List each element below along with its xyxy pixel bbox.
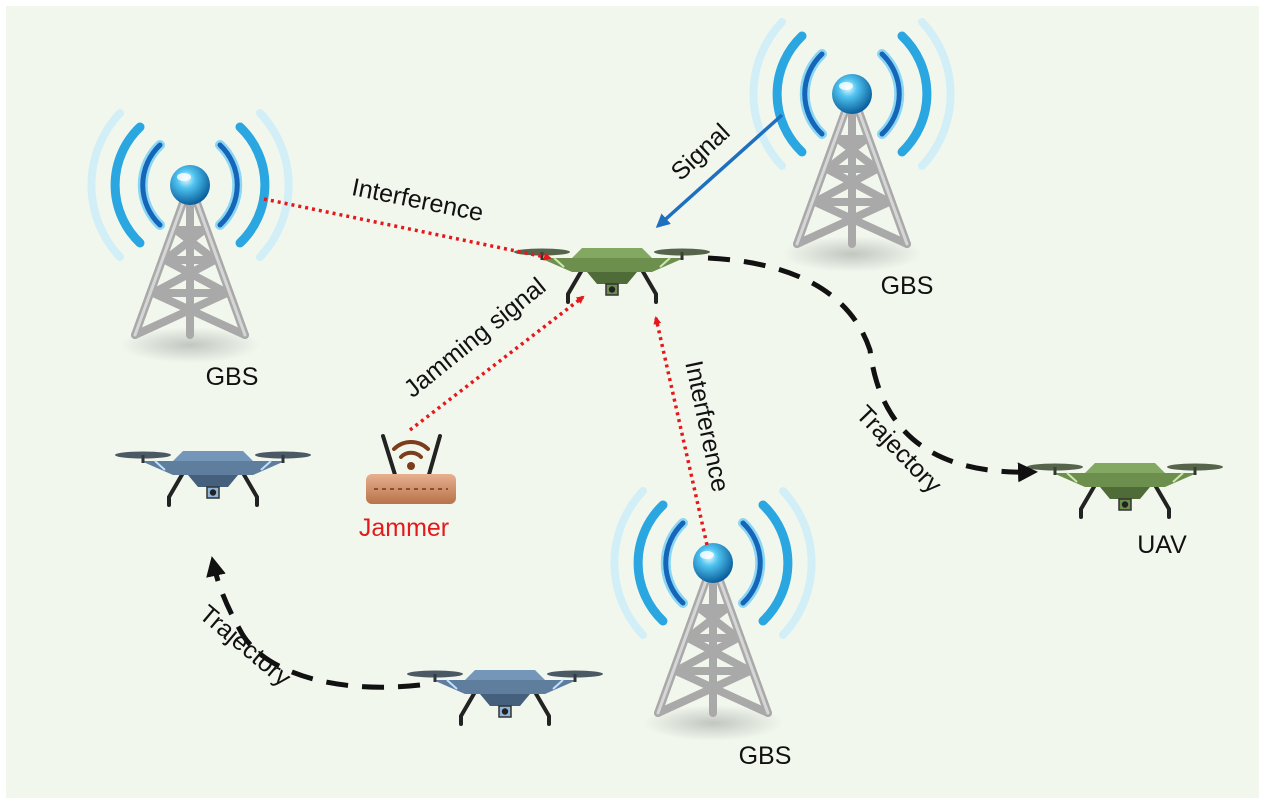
jammer-label: Jammer	[359, 514, 449, 542]
wifi-icon	[392, 439, 430, 470]
jamming-signal-arrow	[408, 295, 585, 432]
gbs-label: GBS	[206, 363, 259, 391]
trajectory-path	[707, 255, 1038, 483]
gbs-label: GBS	[739, 742, 792, 770]
gbs-label: GBS	[881, 272, 934, 300]
uav-label: UAV	[1137, 531, 1187, 559]
signal-arrow	[655, 113, 784, 229]
background-panel	[6, 6, 1259, 798]
router-icon	[366, 434, 456, 504]
